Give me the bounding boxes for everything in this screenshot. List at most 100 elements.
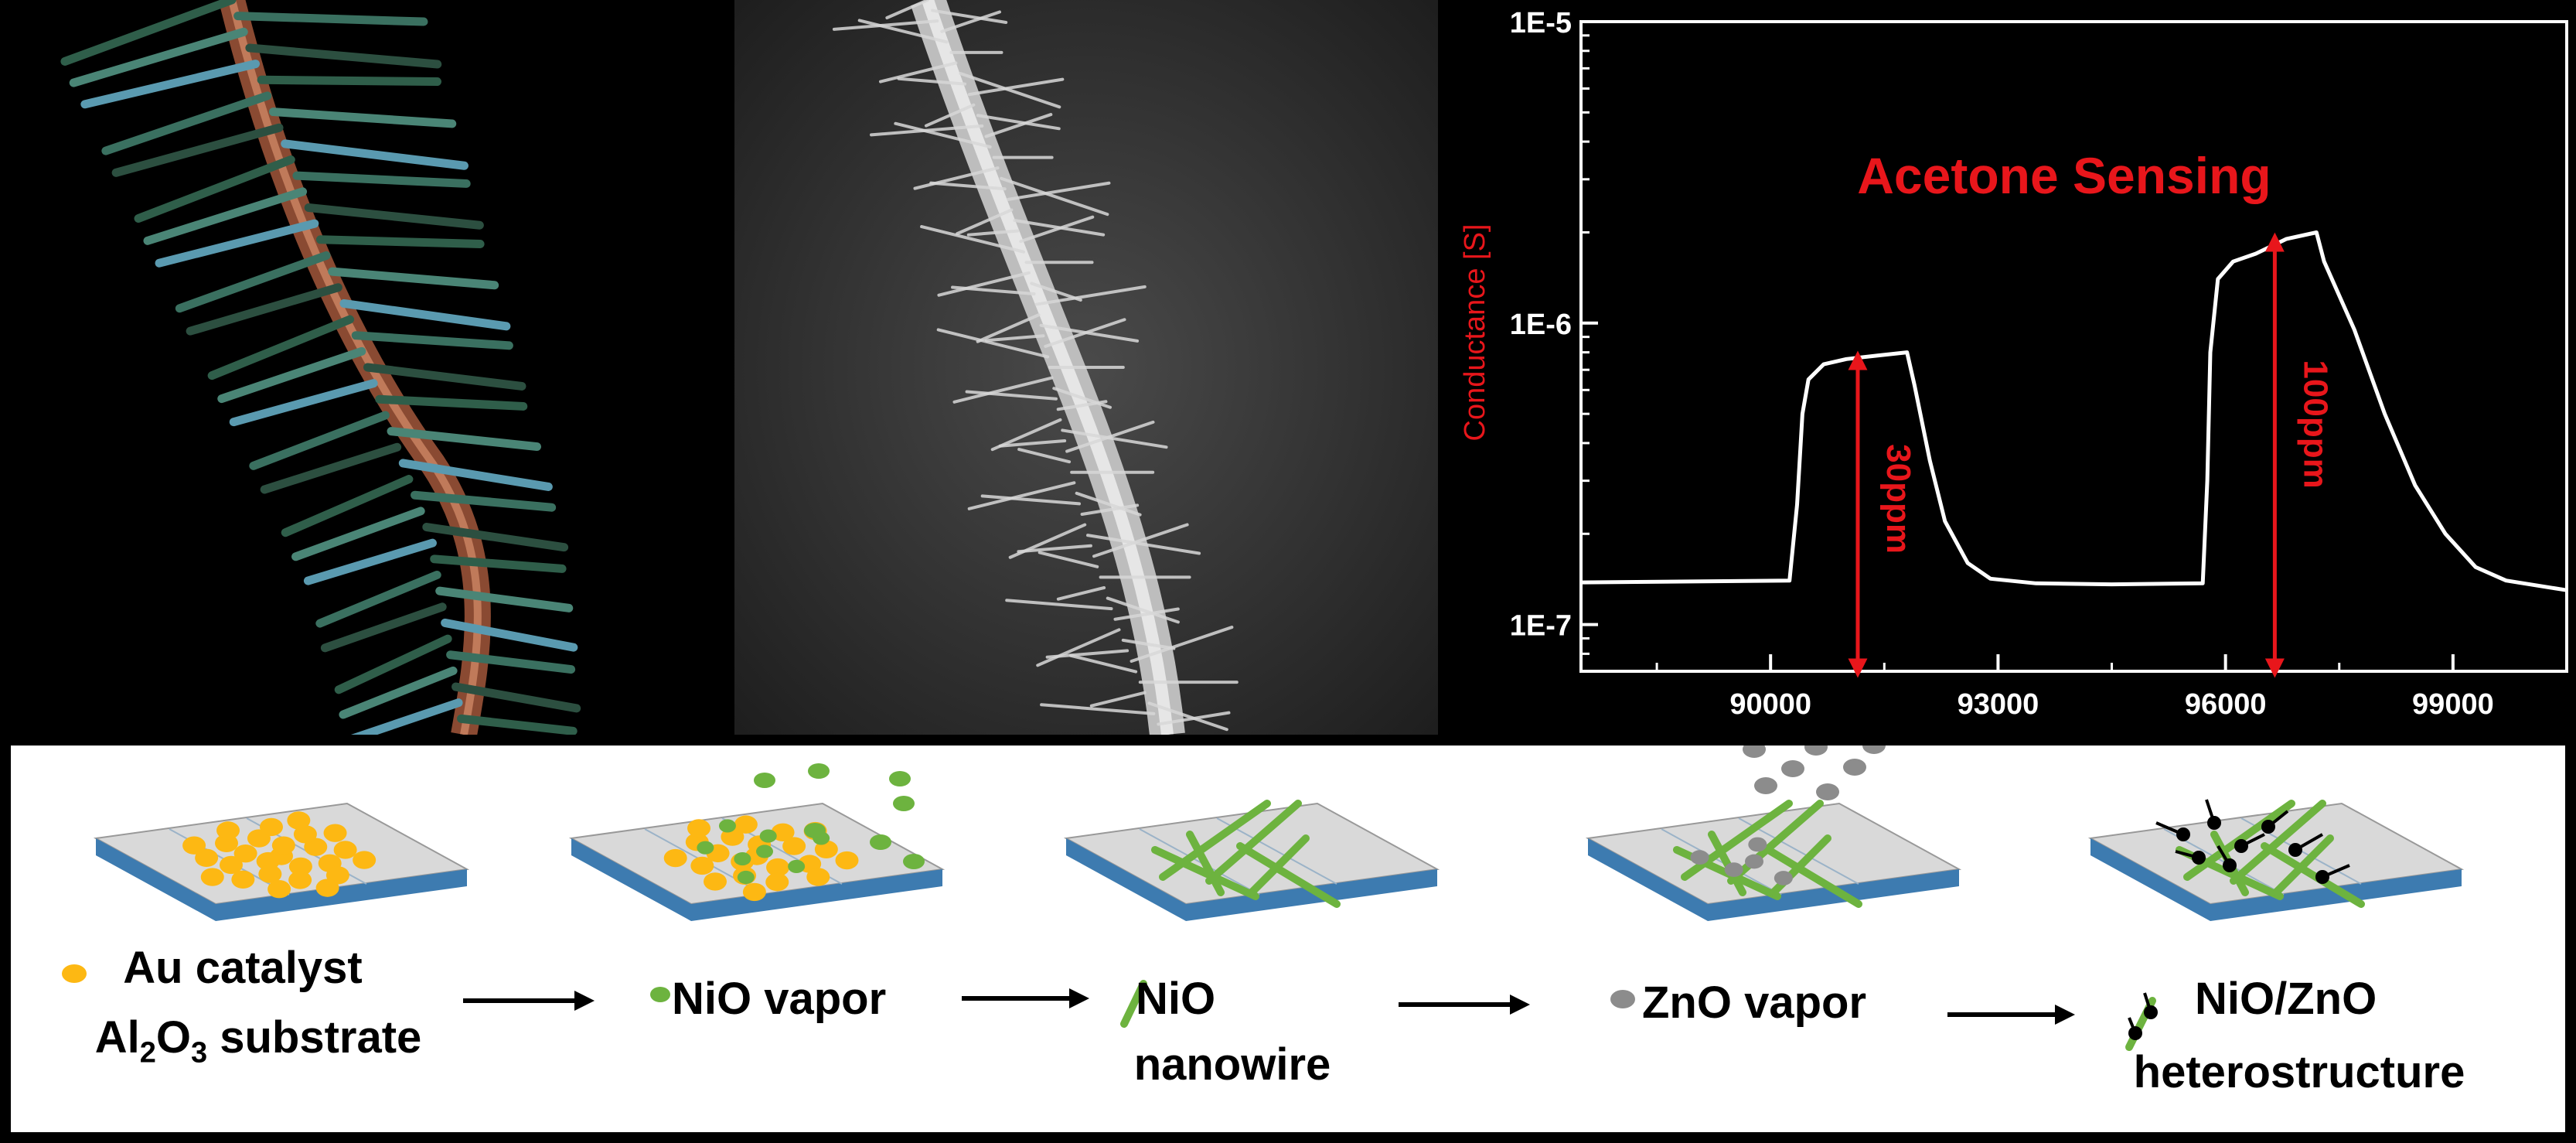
particle — [734, 815, 758, 834]
y-tick-label: 1E-6 — [1510, 309, 1572, 341]
particle — [687, 819, 711, 838]
sem-nanowire — [980, 494, 1082, 506]
particle — [835, 851, 859, 870]
nio-nanowire — [1248, 834, 1310, 896]
sem-nanowire — [897, 77, 967, 86]
sem-nanowire — [1121, 638, 1176, 650]
zno-vapor-legend-dot — [1610, 990, 1635, 1008]
substrate-side-front — [2210, 869, 2462, 921]
particle — [1724, 862, 1743, 877]
sem-nanowire — [1052, 387, 1113, 409]
particle — [288, 857, 312, 876]
pine-needle — [315, 570, 441, 628]
nio-nanowire — [1727, 800, 1824, 885]
substrate-side-left — [1588, 838, 1708, 921]
zno-branch-tip — [2223, 858, 2237, 872]
nio-nanowire — [1151, 846, 1259, 900]
pine-needle — [155, 219, 319, 268]
pine-needle — [451, 682, 581, 713]
particle — [718, 819, 736, 833]
pine-needle — [207, 315, 355, 380]
pine-needle — [186, 283, 342, 336]
substrate-grid-line — [1139, 828, 1260, 896]
pine-needle — [80, 60, 261, 109]
schematic-svg — [62, 746, 2465, 1051]
pine-needle — [217, 346, 366, 404]
sem-nanowire — [998, 439, 1067, 448]
zno-vapor-particle — [1816, 783, 1839, 800]
heterostructure-legend-branch — [2128, 1017, 2137, 1034]
particle — [737, 870, 755, 885]
sem-nanowire — [1036, 628, 1121, 667]
sem-nanowire — [1080, 503, 1140, 516]
process-arrow-head — [1510, 995, 1530, 1015]
sem-nanowire — [1157, 711, 1231, 726]
substrate-side-left — [1066, 838, 1186, 921]
substrate-side-front — [1708, 869, 1959, 921]
particle — [231, 870, 255, 889]
particle — [293, 825, 317, 844]
zno-vapor-particle — [1862, 746, 1886, 754]
branch-stem — [219, 0, 491, 735]
process-arrow-head — [574, 991, 595, 1011]
particle — [333, 841, 357, 859]
pine-needle — [229, 379, 378, 427]
pine-needle — [304, 203, 484, 230]
pine-needle — [233, 12, 428, 26]
pine-needle — [281, 475, 414, 537]
nio-nanowire — [1758, 842, 1862, 908]
chart-y-axis-label: Conductance [S] — [1459, 224, 1491, 442]
particle — [259, 817, 283, 837]
sem-nanowire — [936, 328, 1050, 359]
zno-branch-tip — [2234, 839, 2248, 853]
pine-branch-illustration — [60, 0, 581, 735]
pine-needle — [245, 43, 442, 69]
zno-branch-tip — [2192, 851, 2206, 865]
zno-vapor-particle — [1804, 746, 1828, 756]
sem-nanowire — [1019, 215, 1095, 244]
sem-nanowire — [1005, 599, 1113, 611]
heterostructure-label-line1: NiO/ZnO — [2195, 974, 2377, 1024]
zno-branch-tip — [2261, 820, 2275, 834]
sem-nanowire — [924, 103, 976, 128]
x-tick-label: 99000 — [2412, 688, 2494, 721]
nanowire-sem-illustration — [734, 0, 1438, 735]
particle — [195, 848, 219, 868]
pine-needle — [291, 507, 425, 561]
pine-branch-photo — [0, 0, 734, 735]
heterostructure-legend-branch — [2143, 992, 2152, 1013]
substrate-side-left — [571, 838, 691, 921]
pine-needle — [435, 586, 574, 612]
sem-nanowire — [894, 121, 992, 148]
particle — [353, 851, 377, 869]
substrate-side-left — [96, 838, 216, 921]
sem-nanowire — [1089, 691, 1147, 708]
particle — [766, 858, 790, 877]
sem-nanowire — [976, 114, 1061, 131]
chart-title: Acetone Sensing — [1857, 147, 2271, 204]
particle — [233, 844, 257, 863]
particle — [216, 821, 240, 840]
y-tick-label: 1E-5 — [1510, 7, 1572, 39]
sem-nanowire — [1061, 428, 1168, 449]
pine-needle — [303, 538, 437, 585]
particle — [287, 811, 311, 830]
nanowire-label: nanowire — [1133, 1039, 1331, 1090]
nio-vapor-particle — [893, 796, 915, 811]
sem-image — [734, 0, 1438, 735]
conductance-line — [1580, 230, 2567, 592]
pine-needle — [375, 394, 528, 411]
pine-needle — [398, 459, 553, 491]
particle — [1774, 871, 1793, 885]
sem-nanowire — [878, 61, 958, 84]
pine-needle — [328, 267, 499, 290]
sem-nanowire — [967, 77, 1065, 97]
pine-needle — [411, 490, 557, 512]
pine-needle — [260, 442, 402, 494]
particle — [267, 880, 291, 899]
particle — [759, 829, 777, 843]
step3-plate — [1063, 800, 1440, 921]
zno-vapor-label: ZnO vapor — [1642, 978, 1867, 1028]
pine-needle — [257, 75, 441, 87]
